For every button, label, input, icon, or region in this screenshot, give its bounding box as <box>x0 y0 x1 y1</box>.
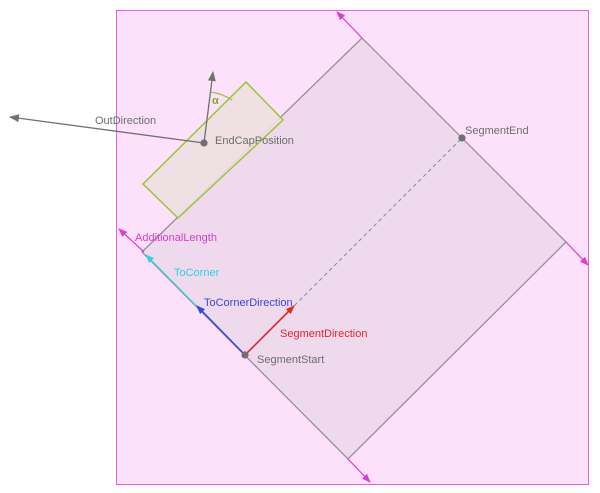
corner-arrow-bottom <box>347 458 371 483</box>
to-corner-label: ToCorner <box>174 267 220 279</box>
additional-length-arrow <box>118 228 145 253</box>
corner-arrow-right <box>565 241 589 266</box>
segment-end-label: SegmentEnd <box>465 125 529 137</box>
segment-start-label: SegmentStart <box>257 354 324 366</box>
end-cap-position-label: EndCapPosition <box>215 135 294 147</box>
segment-direction-arrow <box>244 305 295 356</box>
segment-direction-label: SegmentDirection <box>280 328 367 340</box>
out-direction-label: OutDirection <box>95 115 156 127</box>
to-corner-direction-label: ToCornerDirection <box>204 297 293 309</box>
segment-start-point <box>241 351 249 359</box>
segment-end-point <box>458 134 466 142</box>
to-corner-direction-arrow <box>196 305 246 356</box>
end-cap-up-arrow <box>203 71 216 144</box>
end-cap-position-point <box>200 139 208 147</box>
end-cap-rectangle <box>141 80 285 220</box>
additional-length-label: AdditionalLength <box>135 232 217 244</box>
alpha-arc <box>210 91 233 101</box>
alpha-label: α <box>212 95 219 107</box>
corner-arrow-top <box>336 11 363 39</box>
out-direction-arrow <box>9 114 205 144</box>
